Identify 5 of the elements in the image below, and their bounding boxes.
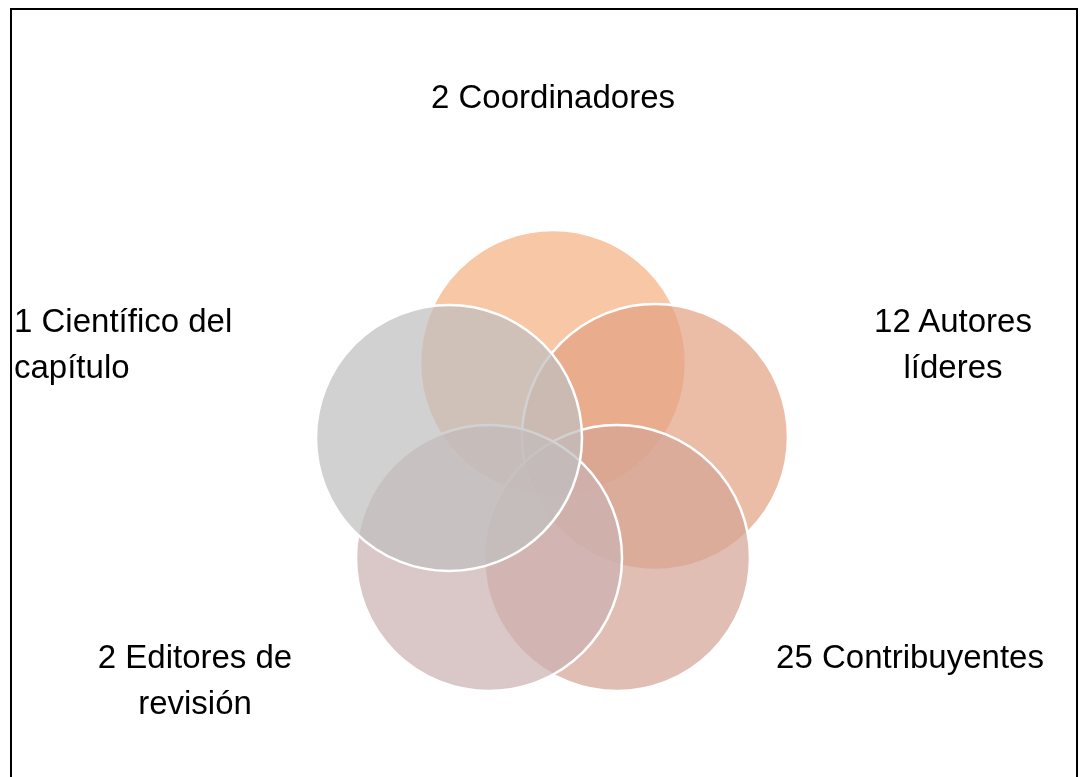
circle-label: 25 Contribuyentes [775,637,1045,677]
circle-label: 12 Autores líderes [873,301,1033,387]
circle-label: 2 Coordinadores [430,77,676,117]
circle-label: 2 Editores de revisión [96,637,294,723]
circle-label: 1 Científico del capítulo [14,301,234,387]
